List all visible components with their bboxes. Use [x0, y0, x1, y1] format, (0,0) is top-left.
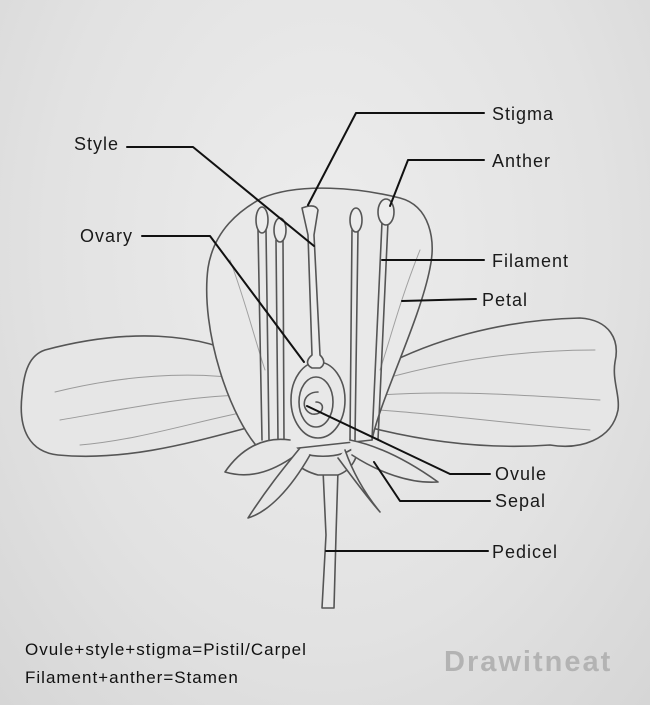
filament-1 — [257, 229, 270, 441]
ovule-shape — [303, 391, 324, 415]
anther-leader — [389, 159, 485, 207]
stamen-formula: Filament+anther=Stamen — [25, 668, 239, 687]
sepal-label: Sepal — [495, 491, 547, 511]
petal-label: Petal — [482, 290, 529, 310]
ovule-leader — [306, 405, 491, 475]
petal-leader — [401, 298, 477, 302]
filament-label: Filament — [492, 251, 570, 271]
sepal-left — [224, 438, 301, 476]
ovary-label: Ovary — [80, 226, 134, 246]
ovary-leader — [141, 235, 305, 363]
sepal-leader — [373, 461, 491, 502]
anther-label: Anther — [492, 151, 552, 171]
pistil-formula: Ovule+style+stigma=Pistil/Carpel — [25, 640, 307, 659]
sepal-right — [349, 439, 439, 483]
left-petal — [20, 335, 263, 458]
stigma-leader — [307, 112, 485, 206]
back-petal — [205, 187, 433, 453]
anther-3 — [349, 207, 363, 233]
stigma-label: Stigma — [492, 104, 555, 124]
style-label: Style — [74, 134, 120, 154]
filament-2 — [275, 239, 285, 441]
pedicel-shape — [321, 469, 339, 609]
anther-1 — [255, 206, 269, 234]
filament-3 — [349, 229, 359, 441]
style-leader — [126, 146, 315, 247]
pedicel-label: Pedicel — [492, 542, 559, 562]
style-shape — [301, 205, 325, 369]
watermark: Drawitneat — [444, 646, 613, 678]
ovule-label: Ovule — [495, 464, 548, 484]
filament-4 — [371, 221, 389, 441]
